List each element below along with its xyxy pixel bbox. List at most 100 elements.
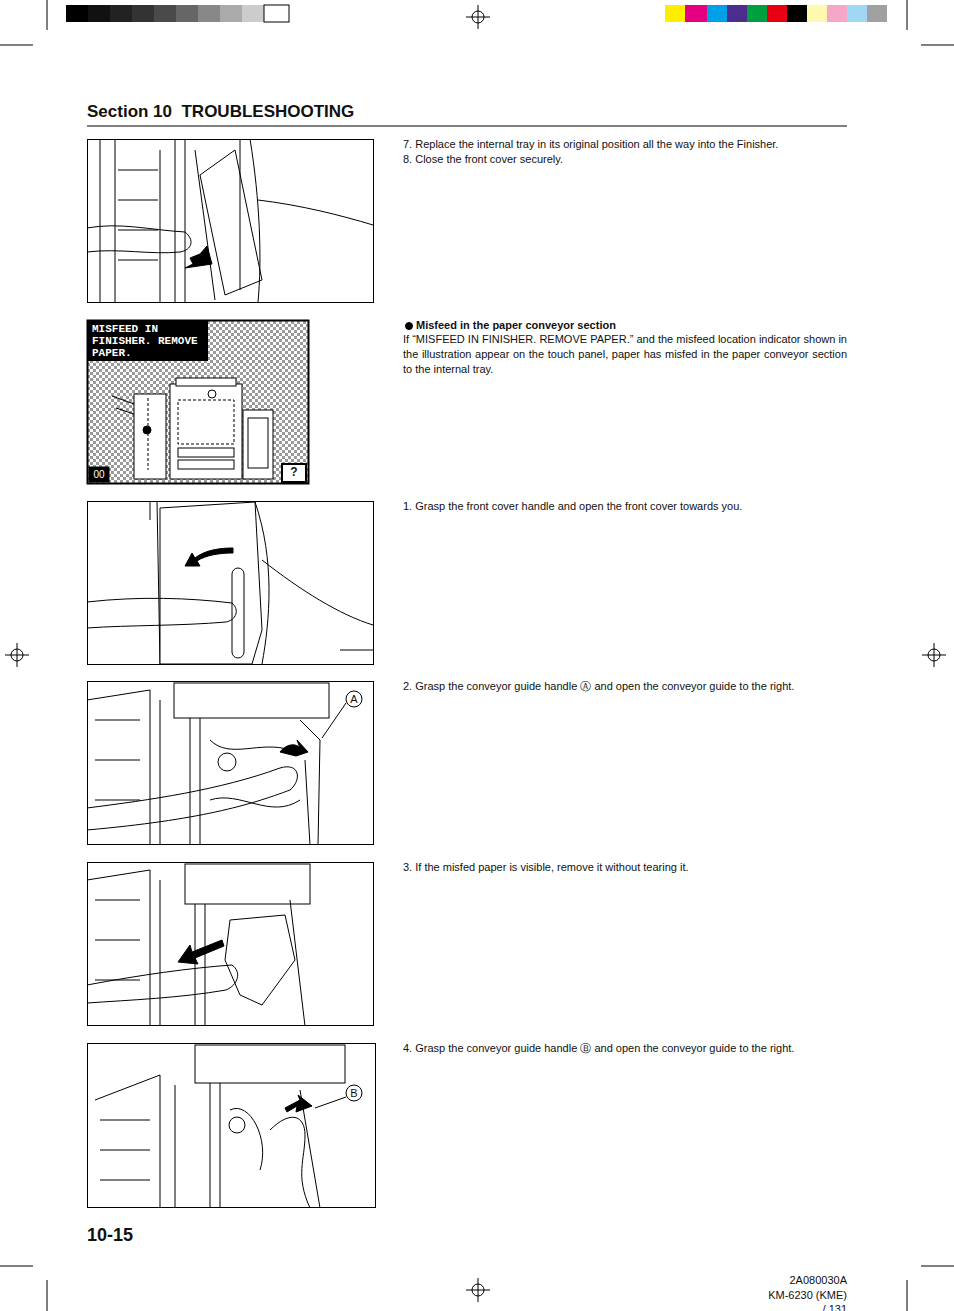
crop-marks	[921, 1266, 954, 1267]
conveyor-guide-b-illustration	[95, 1075, 175, 1208]
section-heading: Misfeed in the paper conveyor section	[416, 318, 847, 333]
touch-panel-screen	[143, 426, 151, 434]
step-text: 4. Grasp the conveyor guide handle Ⓑ and…	[403, 1041, 847, 1056]
front-cover-illustration	[87, 598, 236, 628]
touch-panel-screen	[112, 396, 134, 414]
conveyor-guide-a-illustration	[87, 682, 374, 846]
crop-marks	[0, 45, 33, 46]
document-code: 2A080030A	[700, 1273, 847, 1288]
touch-panel-screen	[178, 400, 234, 444]
conveyor-guide-a-illustration	[174, 683, 329, 718]
color-bar	[847, 5, 867, 22]
conveyor-guide-b-illustration	[195, 1045, 345, 1083]
conveyor-guide-a-illustration	[190, 718, 300, 845]
step-text: 2. Grasp the conveyor guide handle Ⓐ and…	[403, 679, 847, 694]
crop-marks	[921, 45, 954, 46]
color-bar	[767, 5, 787, 22]
conveyor-guide-a-illustration	[218, 753, 236, 771]
tray-illustration	[87, 139, 374, 303]
crop-marks	[0, 1266, 33, 1267]
step-text: 3. If the misfed paper is visible, remov…	[403, 860, 847, 875]
touch-panel-screen	[88, 321, 309, 484]
color-bar	[727, 5, 747, 22]
conveyor-guide-a-illustration	[87, 690, 160, 845]
registration-marks	[5, 5, 946, 1302]
tray-illustration	[118, 170, 158, 260]
front-cover-illustration	[232, 568, 244, 658]
title-rule	[87, 126, 847, 127]
gray-scale-bar	[66, 5, 88, 22]
remove-paper-illustration	[87, 965, 238, 1003]
crop-marks	[47, 1280, 48, 1311]
conveyor-guide-a-illustration	[88, 682, 374, 845]
color-bar	[827, 5, 847, 22]
color-bar	[807, 5, 827, 22]
gray-scale-bar	[110, 5, 132, 22]
conveyor-guide-b-illustration	[229, 1117, 245, 1133]
gray-scale-bar	[88, 5, 110, 22]
crop-marks	[907, 1280, 908, 1311]
front-cover-illustration	[87, 501, 374, 665]
front-cover-illustration	[255, 502, 373, 664]
color-bar	[665, 5, 685, 22]
remove-paper-illustration	[87, 863, 374, 1027]
conveyor-guide-b-illustration	[285, 1095, 312, 1112]
touch-panel-screen	[243, 410, 273, 479]
callout-letter: A	[348, 692, 360, 707]
callout-circles	[346, 691, 362, 707]
registration-marks	[478, 1278, 479, 1302]
color-bar	[707, 5, 727, 22]
touch-panel-screen	[176, 378, 236, 386]
color-bar	[787, 5, 807, 22]
screen-message: MISFEED IN FINISHER. REMOVE PAPER.	[88, 321, 208, 361]
remove-paper-illustration	[88, 863, 374, 1026]
touch-panel-screen	[88, 321, 309, 484]
touch-panel-node: MISFEED IN FINISHER. REMOVE PAPER.	[88, 321, 307, 482]
section-title: Section 10 TROUBLESHOOTING	[87, 102, 354, 122]
remove-paper-illustration	[185, 864, 310, 904]
touch-panel-screen	[134, 394, 166, 479]
touch-panel-screen	[208, 390, 216, 398]
gray-scale-bar	[198, 5, 220, 22]
callout-leaders	[315, 703, 346, 1108]
callout-circles	[346, 1085, 362, 1101]
conveyor-guide-b-illustration	[88, 1044, 376, 1209]
touch-panel-screen	[178, 460, 234, 469]
gray-scale-bar	[264, 5, 289, 22]
remove-paper-illustration	[195, 900, 305, 1026]
color-bar	[747, 5, 767, 22]
gray-scale-bar	[132, 5, 154, 22]
screen-button-text: ?	[283, 465, 305, 480]
color-bar	[867, 5, 887, 22]
body-paragraph: If “MISFEED IN FINISHER. REMOVE PAPER.” …	[403, 332, 847, 377]
tray-illustration	[250, 139, 373, 302]
color-bar	[685, 5, 707, 22]
crop-marks	[47, 0, 48, 30]
registration-marks	[478, 5, 479, 29]
model-code: KM-6230 (KME)	[700, 1288, 847, 1303]
page-number: 10-15	[87, 1224, 167, 1246]
front-cover-illustration	[88, 502, 374, 665]
front-cover-illustration	[150, 501, 160, 664]
gray-scale-bar	[176, 5, 198, 22]
registration-marks	[934, 643, 935, 667]
registration-marks	[17, 643, 18, 667]
tray-illustration	[88, 140, 374, 303]
tray-illustration	[87, 226, 191, 253]
page-count: / 131	[700, 1302, 847, 1311]
remove-paper-illustration	[225, 915, 295, 1005]
color-bar	[665, 5, 887, 22]
touch-panel-screen	[282, 464, 306, 482]
remove-paper-illustration	[178, 940, 224, 964]
callout-circles	[346, 323, 413, 1102]
step-text: 7. Replace the internal tray in its orig…	[403, 137, 847, 152]
front-cover-illustration	[160, 502, 262, 664]
callout-leaders	[322, 703, 346, 738]
screen-button-text: 00	[91, 467, 107, 482]
conveyor-guide-b-illustration	[270, 1117, 310, 1208]
crop-marks	[907, 0, 908, 30]
callout-leaders	[315, 1097, 346, 1108]
